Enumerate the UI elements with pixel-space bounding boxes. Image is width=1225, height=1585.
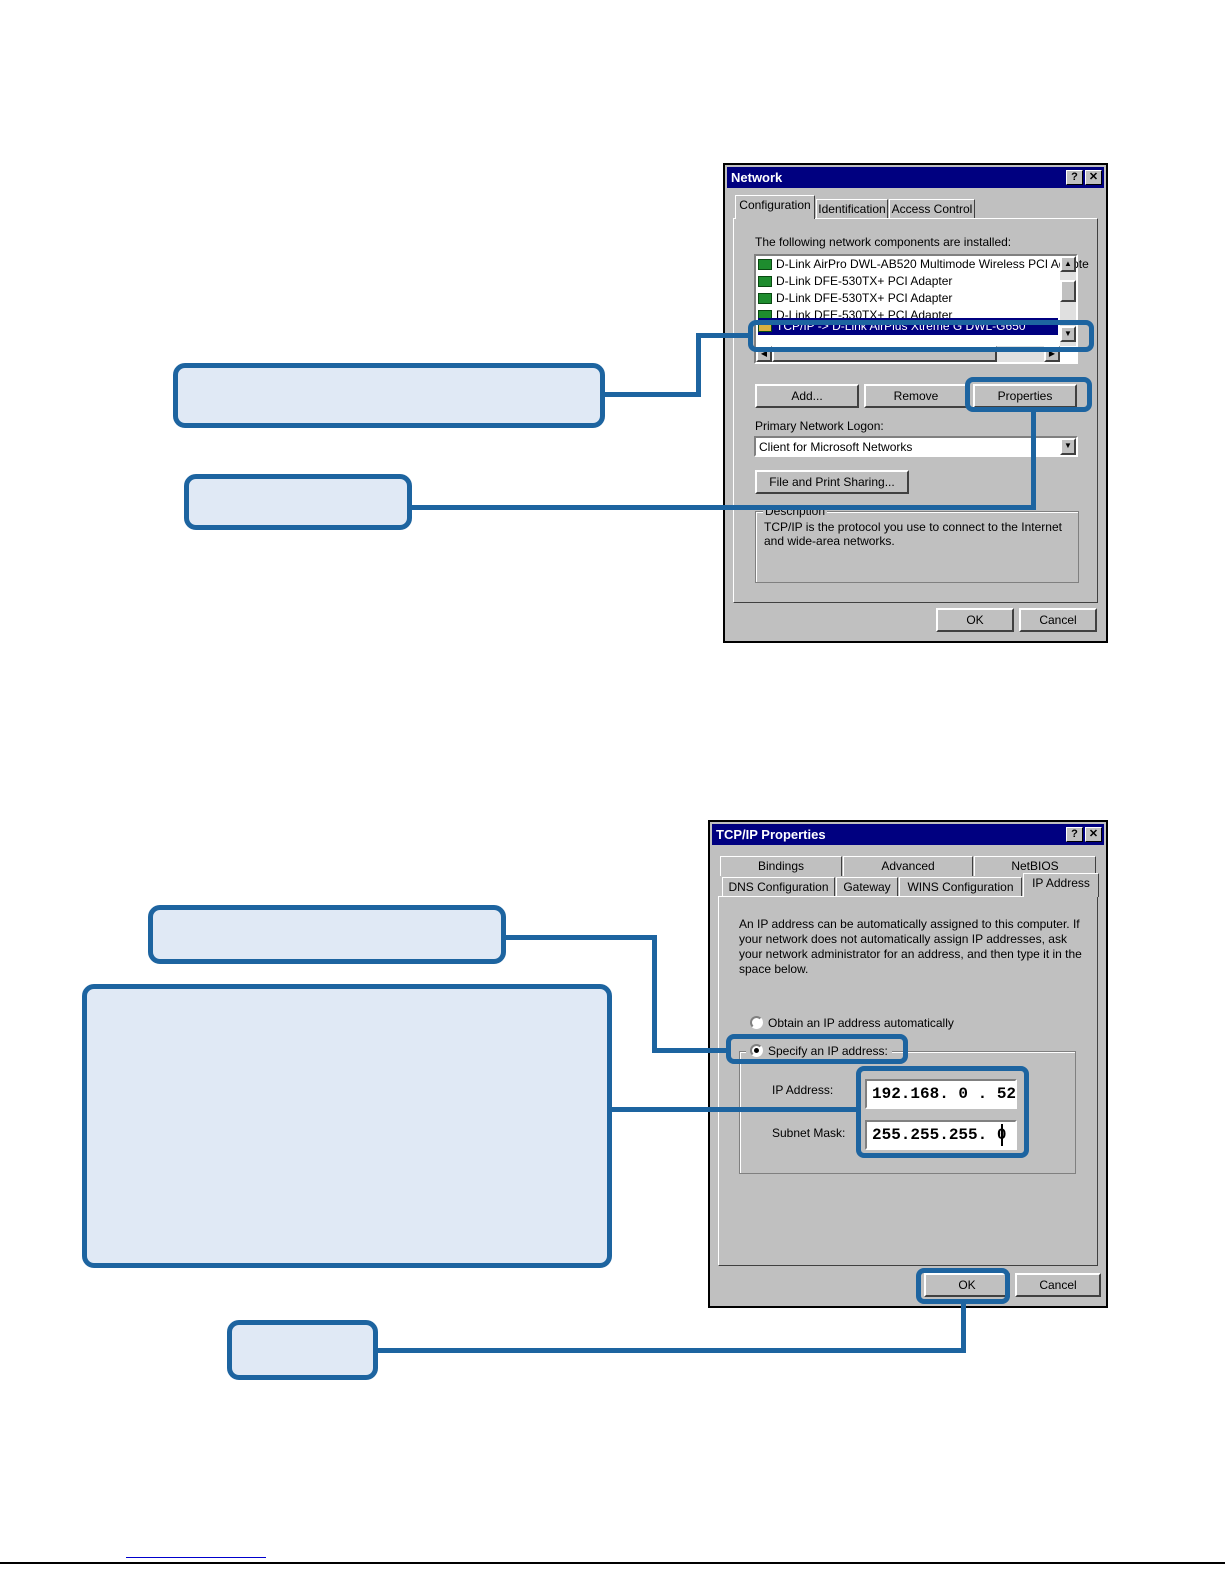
connector-line bbox=[696, 333, 701, 397]
callout-box-enter-ip-details bbox=[82, 984, 612, 1268]
connector-line bbox=[696, 333, 751, 338]
tab-bindings[interactable]: Bindings bbox=[720, 856, 842, 876]
tab-access-control[interactable]: Access Control bbox=[889, 199, 975, 219]
ok-button[interactable]: OK bbox=[936, 608, 1014, 632]
connector-line bbox=[603, 392, 701, 397]
connector-line bbox=[652, 1048, 728, 1053]
network-card-icon bbox=[758, 259, 772, 270]
subnet-mask-field[interactable]: 255.255.255. 0 bbox=[865, 1120, 1017, 1150]
list-item[interactable]: D-Link AirPro DWL-AB520 Multimode Wirele… bbox=[758, 256, 1089, 273]
text-cursor bbox=[1001, 1124, 1003, 1146]
connector-line bbox=[1031, 410, 1036, 510]
connector-line bbox=[961, 1302, 966, 1353]
tab-gateway[interactable]: Gateway bbox=[836, 877, 898, 897]
connector-line bbox=[504, 935, 657, 940]
connector-line bbox=[610, 1107, 858, 1112]
ok-button[interactable]: OK bbox=[924, 1273, 1010, 1297]
scroll-up-icon[interactable]: ▲ bbox=[1060, 256, 1076, 272]
tcpip-dialog: TCP/IP Properties ? ✕ Bindings Advanced … bbox=[708, 820, 1108, 1308]
tcpip-title: TCP/IP Properties bbox=[716, 827, 826, 842]
remove-button[interactable]: Remove bbox=[864, 384, 968, 408]
highlight-tcpip-item bbox=[748, 320, 1094, 352]
primary-logon-label: Primary Network Logon: bbox=[755, 419, 884, 433]
radio-obtain-label[interactable]: Obtain an IP address automatically bbox=[768, 1016, 954, 1030]
cancel-button[interactable]: Cancel bbox=[1015, 1273, 1101, 1297]
footer-link-underline bbox=[126, 1557, 266, 1558]
list-item[interactable]: D-Link DFE-530TX+ PCI Adapter bbox=[758, 307, 952, 322]
help-button[interactable]: ? bbox=[1066, 827, 1083, 842]
highlight-properties-button bbox=[965, 377, 1092, 412]
description-text: TCP/IP is the protocol you use to connec… bbox=[764, 520, 1062, 548]
connector-line bbox=[410, 505, 1036, 510]
close-button[interactable]: ✕ bbox=[1085, 827, 1102, 842]
radio-obtain-ip[interactable] bbox=[750, 1016, 763, 1029]
components-label: The following network components are ins… bbox=[755, 235, 1012, 249]
list-item[interactable]: D-Link DFE-530TX+ PCI Adapter bbox=[758, 273, 952, 290]
file-print-sharing-button[interactable]: File and Print Sharing... bbox=[755, 470, 909, 494]
tab-identification[interactable]: Identification bbox=[816, 199, 888, 219]
callout-box-select-tcpip bbox=[173, 363, 605, 428]
callout-box-click-ok bbox=[227, 1320, 378, 1380]
callout-box-click-properties bbox=[184, 474, 412, 530]
help-button[interactable]: ? bbox=[1066, 170, 1083, 185]
highlight-ok-button bbox=[916, 1268, 1010, 1304]
connector-line bbox=[376, 1348, 966, 1353]
callout-box-specify-ip bbox=[148, 905, 506, 964]
tab-configuration[interactable]: Configuration bbox=[735, 195, 815, 219]
radio-specify-label[interactable]: Specify an IP address: bbox=[768, 1044, 888, 1058]
tab-ip-address[interactable]: IP Address bbox=[1023, 873, 1099, 897]
ip-address-field[interactable]: 192.168. 0 . 52 bbox=[865, 1079, 1017, 1109]
list-item[interactable]: D-Link DFE-530TX+ PCI Adapter bbox=[758, 290, 952, 307]
add-button[interactable]: Add... bbox=[755, 384, 859, 408]
network-card-icon bbox=[758, 276, 772, 287]
ip-address-panel bbox=[718, 896, 1098, 1266]
radio-selected-dot bbox=[754, 1048, 759, 1053]
highlight-specify-ip-radio bbox=[726, 1034, 908, 1064]
cancel-button[interactable]: Cancel bbox=[1019, 608, 1097, 632]
ip-address-label: IP Address: bbox=[772, 1083, 834, 1097]
primary-logon-select[interactable]: Client for Microsoft Networks ▼ bbox=[754, 436, 1078, 457]
close-button[interactable]: ✕ bbox=[1085, 170, 1102, 185]
highlight-ip-fields bbox=[856, 1066, 1029, 1158]
tab-dns-configuration[interactable]: DNS Configuration bbox=[722, 877, 835, 897]
tcpip-titlebar[interactable]: TCP/IP Properties ? ✕ bbox=[712, 824, 1104, 845]
footer-rule bbox=[0, 1562, 1225, 1564]
network-titlebar[interactable]: Network ? ✕ bbox=[727, 167, 1104, 188]
scroll-thumb[interactable] bbox=[1060, 280, 1076, 302]
tab-advanced[interactable]: Advanced bbox=[843, 856, 973, 876]
properties-button[interactable]: Properties bbox=[973, 384, 1077, 408]
subnet-mask-label: Subnet Mask: bbox=[772, 1126, 846, 1140]
tab-netbios[interactable]: NetBIOS bbox=[974, 856, 1096, 876]
connector-line bbox=[652, 935, 657, 1053]
network-card-icon bbox=[758, 293, 772, 304]
specify-radio-bg bbox=[746, 1041, 892, 1059]
intro-text: An IP address can be automatically assig… bbox=[739, 917, 1082, 976]
primary-logon-value: Client for Microsoft Networks bbox=[759, 440, 913, 454]
scroll-down-icon[interactable]: ▼ bbox=[1060, 326, 1076, 342]
network-title: Network bbox=[731, 170, 783, 185]
description-group bbox=[755, 511, 1079, 583]
radio-specify-ip[interactable] bbox=[750, 1044, 763, 1057]
tab-wins-configuration[interactable]: WINS Configuration bbox=[899, 877, 1022, 897]
chevron-down-icon[interactable]: ▼ bbox=[1060, 438, 1076, 455]
